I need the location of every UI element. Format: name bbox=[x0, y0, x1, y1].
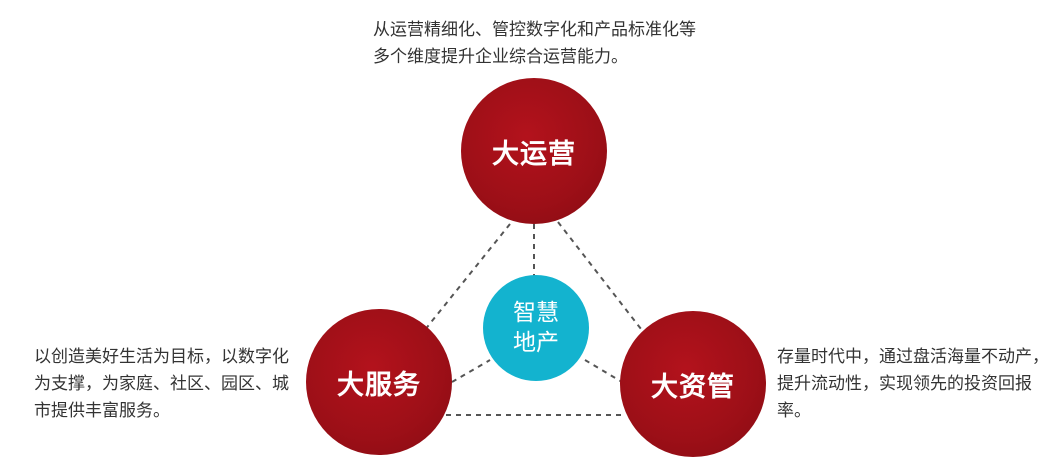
node-left-label: 大服务 bbox=[337, 369, 421, 401]
link-left-center bbox=[451, 359, 491, 383]
node-top-label: 大运营 bbox=[492, 138, 576, 170]
center-label-line2: 地产 bbox=[513, 330, 559, 356]
center-circle: 智慧 地产 bbox=[483, 275, 589, 381]
link-top-left bbox=[423, 223, 511, 332]
node-left-circle: 大服务 bbox=[306, 309, 452, 455]
node-right-label: 大资管 bbox=[651, 371, 735, 403]
node-top-circle: 大运营 bbox=[461, 78, 607, 224]
node-left-description: 以创造美好生活为目标，以数字化为支撑，为家庭、社区、园区、城市提供丰富服务。 bbox=[34, 347, 289, 421]
link-top-right bbox=[557, 221, 642, 330]
node-top-description: 从运营精细化、管控数字化和产品标准化等多个维度提升企业综合运营能力。 bbox=[373, 20, 696, 67]
link-right-center bbox=[584, 359, 623, 383]
node-right-circle: 大资管 bbox=[620, 311, 766, 457]
node-right-description: 存量时代中，通过盘活海量不动产，提升流动性，实现领先的投资回报率。 bbox=[777, 347, 1049, 421]
center-label-line1: 智慧 bbox=[513, 300, 559, 326]
